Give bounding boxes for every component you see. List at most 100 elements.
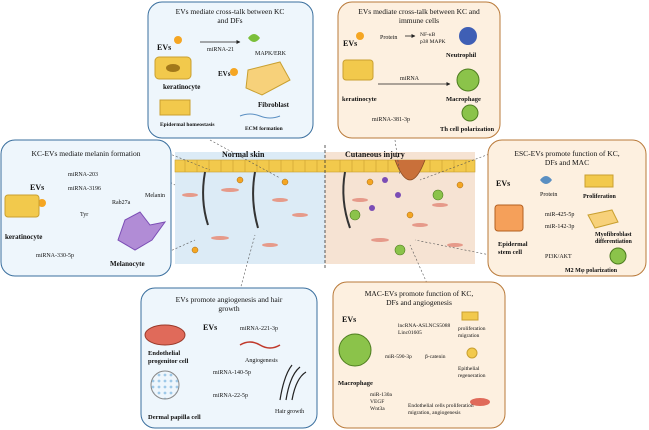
panel-title: EVs mediate cross-talk between KC xyxy=(176,7,285,16)
stem-cell-icon xyxy=(494,204,524,232)
immune-cells xyxy=(349,189,444,256)
panel-title: DFs and MAC xyxy=(545,158,589,167)
panel-title: EVs mediate cross-talk between KC and xyxy=(358,7,480,16)
angiogenesis-label: Angiogenesis xyxy=(245,358,278,364)
protein-label: Protein xyxy=(540,192,557,198)
panel-mac: MAC-EVs promote function of KC, DFs and … xyxy=(332,281,506,429)
hair-label: Hair growth xyxy=(275,409,304,415)
dermal-papilla-icon xyxy=(150,370,180,400)
vessel-icon xyxy=(239,341,281,349)
th-label: Th cell polarization xyxy=(440,126,495,133)
panel-kc-immune: EVs mediate cross-talk between KC and im… xyxy=(337,1,501,139)
stem-label: stem cell xyxy=(498,249,522,256)
proliferation-label: Proliferation xyxy=(583,194,617,200)
fibroblast-icon xyxy=(245,61,291,96)
mir590-label: miR-590-3p xyxy=(385,354,412,360)
hair-follicle xyxy=(252,171,259,229)
ev-icon xyxy=(174,36,182,44)
evs-label: EVs xyxy=(343,39,357,48)
panel-title: DFs and angiogenesis xyxy=(386,298,452,307)
epidermis-icon xyxy=(159,99,191,116)
protein-icon xyxy=(540,176,552,184)
mir3196-label: miRNA-3196 xyxy=(68,186,101,192)
mapk-label: MAPK/ERK xyxy=(255,51,287,57)
keratinocyte-icon xyxy=(4,194,40,218)
evs-label: EVs xyxy=(218,70,231,78)
dermal-label: Dermal papilla cell xyxy=(148,414,201,421)
melanocyte-label: Melanocyte xyxy=(110,260,145,268)
myofib-label: Myofibroblast xyxy=(595,232,632,238)
tyr-label: Tyr xyxy=(80,212,88,218)
mir140-label: miRNA-140-5p xyxy=(213,370,251,376)
mir330-label: miRNA-330-5p xyxy=(36,253,74,259)
panel-title: ESC-EVs promote function of KC, xyxy=(514,149,619,158)
neutrophil-icon xyxy=(459,27,477,45)
evs-label: EVs xyxy=(30,183,44,192)
evs-label: EVs xyxy=(203,323,217,332)
macrophage-icon xyxy=(456,68,480,92)
lnc1-label: lncRNA-ASLNCS5088 xyxy=(398,323,451,329)
nucleus-icon xyxy=(166,64,180,72)
panel-title: immune cells xyxy=(399,16,439,25)
macrophage-label: Macrophage xyxy=(446,96,481,103)
dermal-fibroblasts xyxy=(182,188,463,247)
neutrophils xyxy=(369,177,401,211)
p38-label: p38 MAPK xyxy=(420,39,446,45)
mir22-label: miRNA-22-5p xyxy=(213,393,248,399)
endothelial-label: progenitor cell xyxy=(148,358,189,365)
mir221-label: miRNA-221-3p xyxy=(240,326,278,332)
epidermal-label: Epidermal homeostasis xyxy=(160,122,215,128)
evs-label: EVs xyxy=(496,179,510,188)
epi-label: Epithelial xyxy=(458,366,480,372)
prolif-label: proliferation xyxy=(458,325,486,332)
panel-background xyxy=(140,287,318,429)
mir381-label: miRNA-381-3p xyxy=(372,117,410,123)
keratinocyte-label: keratinocyte xyxy=(5,233,42,241)
macrophage-icon xyxy=(338,333,372,367)
myofib-label: differentiation xyxy=(595,239,633,245)
hair-icon xyxy=(279,364,307,401)
ev-icon xyxy=(230,68,238,76)
vegf-label: VEGF xyxy=(370,399,384,405)
ev-icon xyxy=(38,199,46,207)
epi-label: regeneration xyxy=(458,373,486,379)
macrophage-label: Macrophage xyxy=(338,380,373,387)
mirna21-label: miRNA-21 xyxy=(207,47,234,53)
panel-title: KC-EVs mediate melanin formation xyxy=(32,149,141,158)
mir203-label: miRNA-203 xyxy=(68,172,98,178)
endo-label: Endothelial cells proliferation xyxy=(408,402,474,409)
stem-label: Epidermal xyxy=(498,241,528,248)
endo-label: migration, angiogenesis xyxy=(408,410,461,416)
neutrophil-label: Neutrophil xyxy=(446,52,476,59)
panel-kc-dfs: EVs mediate cross-talk between KC and DF… xyxy=(147,1,314,139)
ecm-label: ECM formation xyxy=(245,126,283,132)
kc-icon xyxy=(461,311,479,321)
keratinocyte-label: keratinocyte xyxy=(163,83,200,91)
m2-label: M2 Mφ polarization xyxy=(565,268,618,274)
mirna-label: miRNA xyxy=(400,76,420,82)
panel-title: MAC-EVs promote function of KC, xyxy=(365,289,474,298)
epidermis-cells xyxy=(184,160,467,172)
keratinocyte-label: keratinocyte xyxy=(342,96,377,103)
panel-background xyxy=(487,139,647,277)
skin-cross-section: Normal skin Cutaneous injury xyxy=(174,145,476,270)
keratinocyte-icon xyxy=(342,59,374,81)
panel-title: and DFs xyxy=(217,16,242,25)
protein-label: Protein xyxy=(380,35,397,41)
panel-angiogenesis: EVs promote angiogenesis and hair growth… xyxy=(140,287,318,429)
prolif-label: migration xyxy=(458,333,480,339)
wnt-label: Wnt3a xyxy=(370,406,385,412)
melanocyte-icon xyxy=(117,211,167,251)
fibroblast-label: Fibroblast xyxy=(258,101,290,109)
macrophage-icon xyxy=(609,247,627,265)
panel-melanin: KC-EVs mediate melanin formation EVs ker… xyxy=(0,139,172,277)
ev-particles xyxy=(191,176,464,254)
mir425-label: miR-425-5p xyxy=(545,212,574,218)
hair-follicle xyxy=(342,171,351,229)
pi3k-label: PI3K/AKT xyxy=(545,254,572,260)
rab27a-label: Rab27a xyxy=(112,200,131,206)
panel-esc: ESC-EVs promote function of KC, DFs and … xyxy=(487,139,647,277)
mir142-label: miR-142-3p xyxy=(545,224,574,230)
nfkb-label: NF-κB xyxy=(420,32,436,38)
